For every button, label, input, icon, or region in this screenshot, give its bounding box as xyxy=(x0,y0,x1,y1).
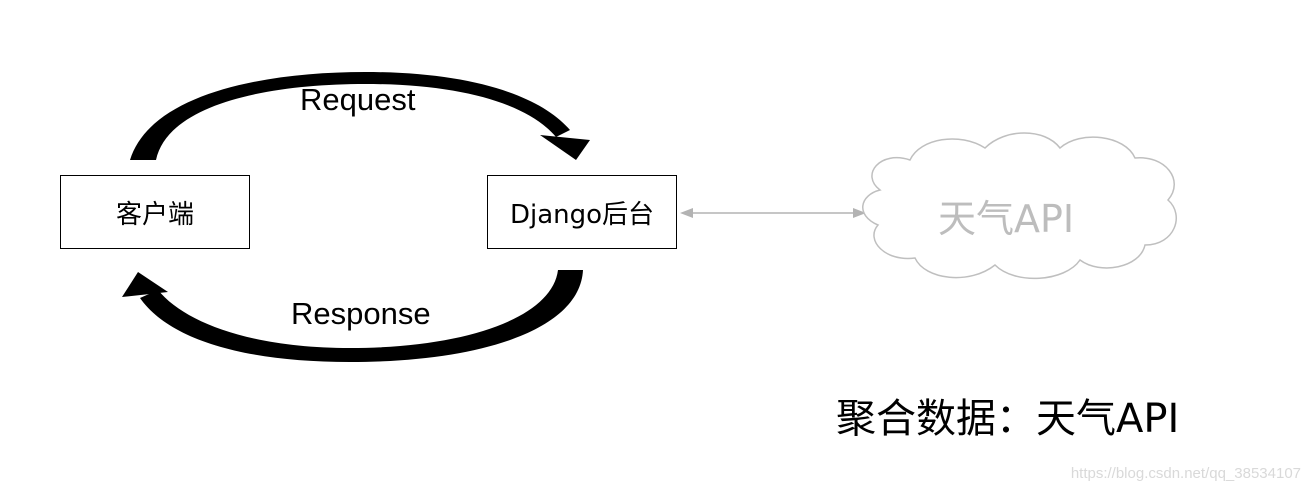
watermark: https://blog.csdn.net/qq_38534107 xyxy=(1070,465,1301,482)
request-arrow xyxy=(130,72,570,160)
response-arrowhead xyxy=(122,272,168,297)
weather-api-cloud-label: 天气API xyxy=(938,197,1075,241)
api-connector-right-head xyxy=(853,208,866,218)
client-node: 客户端 xyxy=(60,175,250,249)
request-label: Request xyxy=(300,82,416,117)
api-connector-left-head xyxy=(680,208,693,218)
django-backend-node: Django后台 xyxy=(487,175,677,249)
response-label: Response xyxy=(291,296,431,331)
django-backend-node-label: Django后台 xyxy=(509,199,655,230)
response-arrow xyxy=(140,270,583,362)
request-arrowhead xyxy=(540,135,590,160)
cloud-shape xyxy=(862,132,1177,280)
caption: 聚合数据：天气API xyxy=(836,396,1180,442)
client-node-label: 客户端 xyxy=(115,199,194,230)
